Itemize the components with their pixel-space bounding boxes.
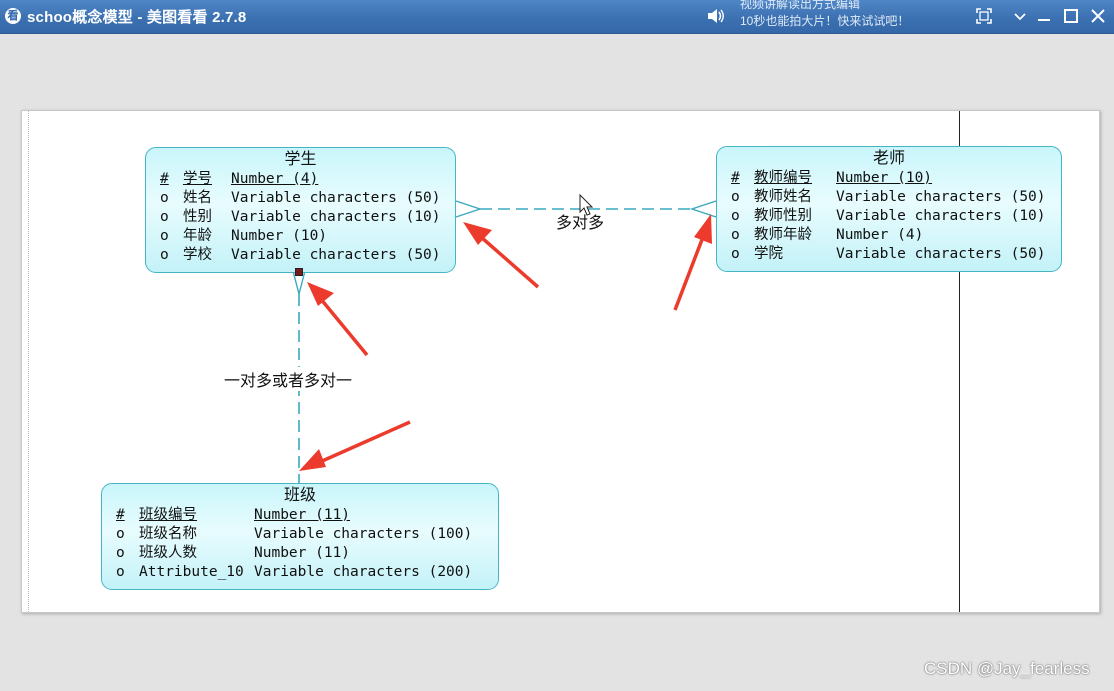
attr-marker: o <box>160 209 169 225</box>
attr-marker: o <box>731 246 740 262</box>
attr-name: 性别 <box>183 209 212 225</box>
attribute-row[interactable]: o 教师性别 Variable characters (10) <box>717 207 1061 226</box>
attr-marker: o <box>116 526 125 542</box>
attr-name: 年龄 <box>183 228 212 244</box>
watermark: CSDN @Jay_fearless <box>924 659 1090 678</box>
attr-name: 学号 <box>183 171 212 187</box>
settings-button[interactable] <box>1011 7 1029 25</box>
attr-marker: # <box>731 170 740 186</box>
attribute-row[interactable]: # 教师编号 Number (10) <box>717 169 1061 188</box>
attr-type: Variable characters (10) <box>231 209 441 225</box>
attribute-row[interactable]: o 班级人数 Number (11) <box>102 544 498 563</box>
attribute-row[interactable]: o 姓名 Variable characters (50) <box>146 189 455 208</box>
window-title: schoo概念模型 - 美图看看 2.7.8 <box>27 9 247 26</box>
attr-marker: o <box>160 190 169 206</box>
app-icon: 看 <box>5 8 21 24</box>
attr-type: Number (11) <box>254 507 351 523</box>
attr-name: 教师年龄 <box>754 227 812 243</box>
attr-marker: o <box>731 189 740 205</box>
attribute-row[interactable]: o 学院 Variable characters (50) <box>717 245 1061 264</box>
attr-marker: o <box>116 545 125 561</box>
crowfoot-student-end <box>455 200 483 218</box>
attr-name: Attribute_10 <box>139 564 244 580</box>
attr-type: Number (10) <box>231 228 328 244</box>
entity-title: 老师 <box>872 148 905 167</box>
entity-teacher[interactable]: 老师 # 教师编号 Number (10) o 教师姓名 Variable ch… <box>716 146 1062 272</box>
crowfoot-student-bottom <box>292 270 306 297</box>
promo-notice[interactable]: 视频讲解读出方式编辑 10秒也能拍大片！快来试试吧！ <box>740 0 909 30</box>
attribute-row[interactable]: o Attribute_10 Variable characters (200) <box>102 563 498 582</box>
maximize-button[interactable] <box>1062 7 1080 25</box>
attribute-row[interactable]: o 教师年龄 Number (4) <box>717 226 1061 245</box>
attr-name: 学院 <box>754 246 783 262</box>
attr-type: Number (4) <box>231 171 319 187</box>
attribute-row[interactable]: o 班级名称 Variable characters (100) <box>102 525 498 544</box>
attr-name: 教师性别 <box>754 208 812 224</box>
diagram-canvas[interactable]: 学生 # 学号 Number (4) o 姓名 Variable charact… <box>21 110 1100 613</box>
attr-type: Variable characters (50) <box>836 189 1046 205</box>
attribute-row[interactable]: o 年龄 Number (10) <box>146 227 455 246</box>
attribute-row[interactable]: o 教师姓名 Variable characters (50) <box>717 188 1061 207</box>
attr-type: Number (11) <box>254 545 351 561</box>
attr-marker: o <box>731 208 740 224</box>
attribute-row[interactable]: # 学号 Number (4) <box>146 170 455 189</box>
entity-title: 学生 <box>284 149 317 168</box>
attr-type: Number (10) <box>836 170 933 186</box>
attr-name: 教师编号 <box>754 170 812 186</box>
attr-marker: o <box>731 227 740 243</box>
close-icon <box>1091 9 1105 23</box>
crowfoot-teacher-end <box>689 200 717 218</box>
attr-name: 班级名称 <box>139 526 197 542</box>
attr-type: Variable characters (50) <box>836 246 1046 262</box>
close-button[interactable] <box>1089 7 1107 25</box>
entity-title: 班级 <box>283 485 316 504</box>
attribute-row[interactable]: # 班级编号 Number (11) <box>102 506 498 525</box>
attr-type: Variable characters (200) <box>254 564 473 580</box>
attr-name: 班级人数 <box>139 545 197 561</box>
attr-name: 姓名 <box>183 190 212 206</box>
left-ruler <box>28 111 29 612</box>
entity-student[interactable]: 学生 # 学号 Number (4) o 姓名 Variable charact… <box>145 147 456 273</box>
relationship-label-student-teacher[interactable]: 多对多 <box>556 213 605 232</box>
attribute-row[interactable]: o 学校 Variable characters (50) <box>146 246 455 265</box>
attr-type: Variable characters (50) <box>231 190 441 206</box>
attr-type: Variable characters (100) <box>254 526 473 542</box>
maximize-icon <box>1064 9 1078 23</box>
title-bar: 看 schoo概念模型 - 美图看看 2.7.8 视频讲解读出方式编辑 10秒也… <box>0 0 1114 34</box>
chevron-down-icon <box>1014 13 1026 21</box>
attr-marker: # <box>116 507 125 523</box>
relationship-label-student-class[interactable]: 一对多或者多对一 <box>224 367 353 391</box>
fullscreen-icon <box>976 8 992 24</box>
page-boundary-line <box>959 111 960 612</box>
entity-class[interactable]: 班级 # 班级编号 Number (11) o 班级名称 Variable ch… <box>101 483 499 590</box>
promo-line-1: 视频讲解读出方式编辑 <box>740 0 861 11</box>
attr-type: Variable characters (50) <box>231 247 441 263</box>
speaker-icon[interactable] <box>706 6 726 26</box>
selection-handle[interactable] <box>295 268 303 276</box>
attr-marker: o <box>160 228 169 244</box>
attr-name: 班级编号 <box>139 507 197 523</box>
attr-type: Number (4) <box>836 227 924 243</box>
attr-name: 学校 <box>183 247 212 263</box>
attr-marker: # <box>160 171 169 187</box>
promo-line-2: 10秒也能拍大片！快来试试吧！ <box>740 14 910 28</box>
fullscreen-button[interactable] <box>975 7 993 25</box>
attr-type: Variable characters (10) <box>836 208 1046 224</box>
minimize-button[interactable] <box>1035 7 1053 25</box>
attr-marker: o <box>116 564 125 580</box>
minimize-icon <box>1038 19 1050 21</box>
attr-marker: o <box>160 247 169 263</box>
attribute-row[interactable]: o 性别 Variable characters (10) <box>146 208 455 227</box>
attr-name: 教师姓名 <box>754 189 812 205</box>
